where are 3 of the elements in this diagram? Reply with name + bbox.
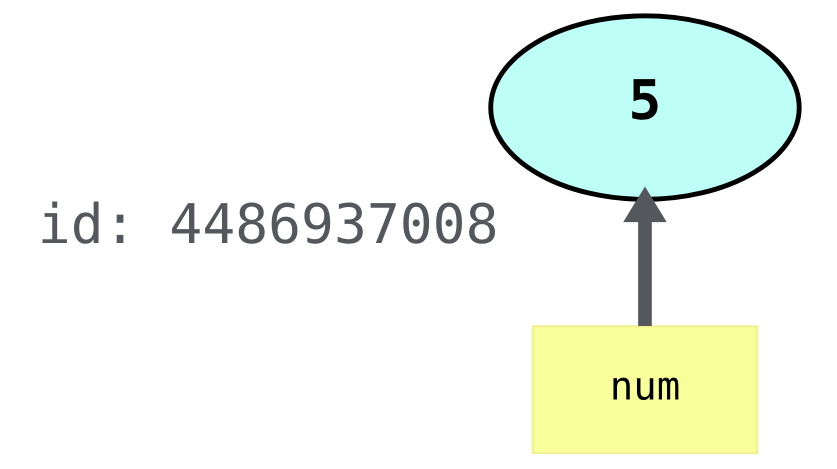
node-ellipse: 5 — [488, 13, 802, 202]
arrow — [623, 186, 667, 326]
node-box: num — [532, 325, 758, 454]
